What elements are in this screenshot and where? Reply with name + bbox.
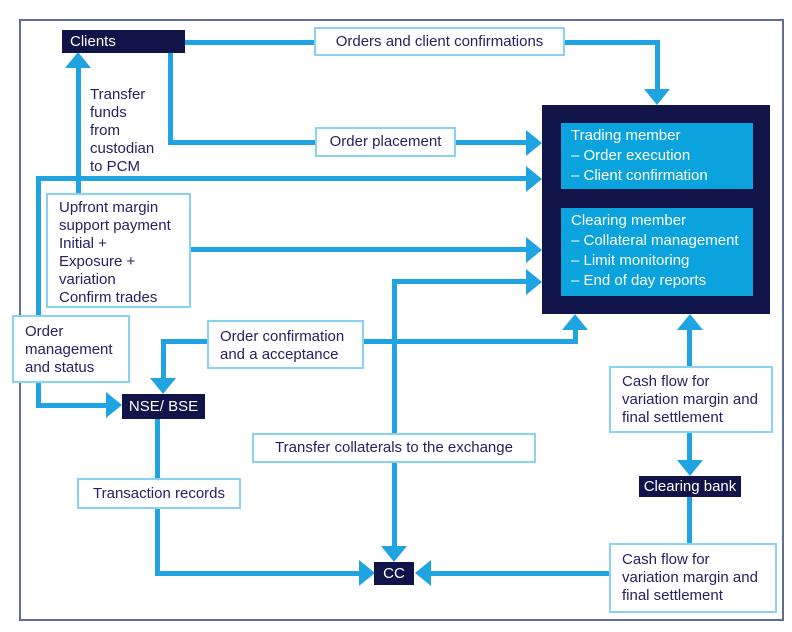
node-clearing-bank: Clearing bank xyxy=(639,476,741,497)
connector-line xyxy=(455,140,526,145)
connector-line xyxy=(36,403,106,408)
connector-line xyxy=(161,339,207,344)
connector-line xyxy=(76,68,81,193)
clearing-member-item: – End of day reports xyxy=(571,272,707,289)
node-trading-member: Trading member – Order execution – Clien… xyxy=(561,123,753,189)
node-order-confirmation: Order confirmation and a acceptance xyxy=(207,320,364,369)
node-order-management: Order management and status xyxy=(12,315,130,383)
arrowhead-up-icon xyxy=(677,314,703,330)
node-cash-flow-top: Cash flow for variation margin and final… xyxy=(609,366,773,433)
arrowhead-right-icon xyxy=(526,237,542,263)
node-cash-flow-bottom: Cash flow for variation margin and final… xyxy=(609,543,777,613)
node-cc: CC xyxy=(374,562,414,585)
connector-line xyxy=(687,432,692,462)
connector-line xyxy=(573,330,578,344)
connector-line xyxy=(392,279,397,547)
connector-line xyxy=(185,40,315,45)
arrowhead-down-icon xyxy=(644,89,670,105)
connector-line xyxy=(168,53,173,145)
node-transfer-collaterals: Transfer collaterals to the exchange xyxy=(252,433,536,463)
arrowhead-down-icon xyxy=(677,460,703,476)
node-clearing-member: Clearing member – Collateral management … xyxy=(561,208,753,296)
clearing-member-item: – Collateral management xyxy=(571,232,739,249)
label-transfer-funds: Transfer funds from custodian to PCM xyxy=(90,86,155,175)
connector-line xyxy=(161,339,166,379)
clearing-member-title: Clearing member xyxy=(571,212,687,229)
arrowhead-right-icon xyxy=(526,269,542,295)
node-transaction-records: Transaction records xyxy=(77,478,241,509)
connector-line xyxy=(168,140,315,145)
arrowhead-up-icon xyxy=(65,52,91,68)
connector-line xyxy=(36,176,41,315)
node-orders-and-client-confirmations: Orders and client confirmations xyxy=(314,27,565,56)
connector-line xyxy=(429,571,610,576)
connector-line xyxy=(565,40,660,45)
connector-line xyxy=(687,330,692,366)
trading-member-item: – Order execution xyxy=(571,147,691,164)
arrowhead-right-icon xyxy=(106,392,122,418)
arrowhead-up-icon xyxy=(562,314,588,330)
connector-line xyxy=(687,497,692,543)
arrowhead-left-icon xyxy=(415,560,431,586)
trading-member-title: Trading member xyxy=(571,127,681,144)
connector-line xyxy=(155,571,359,576)
arrowhead-right-icon xyxy=(526,130,542,156)
arrowhead-right-icon xyxy=(359,560,375,586)
clearing-member-item: – Limit monitoring xyxy=(571,252,690,269)
connector-line xyxy=(655,40,660,91)
node-clients: Clients xyxy=(62,30,185,53)
node-nse-bse: NSE/ BSE xyxy=(122,394,205,419)
connector-line xyxy=(36,176,526,181)
connector-line xyxy=(190,247,526,252)
node-order-placement: Order placement xyxy=(315,127,456,157)
node-upfront-margin: Upfront margin support payment Initial +… xyxy=(46,193,191,308)
arrowhead-down-icon xyxy=(381,546,407,562)
connector-line xyxy=(36,382,41,408)
connector-line xyxy=(392,279,526,284)
connector-line xyxy=(363,339,578,344)
trading-member-item: – Client confirmation xyxy=(571,167,708,184)
arrowhead-down-icon xyxy=(150,378,176,394)
arrowhead-right-icon xyxy=(526,166,542,192)
